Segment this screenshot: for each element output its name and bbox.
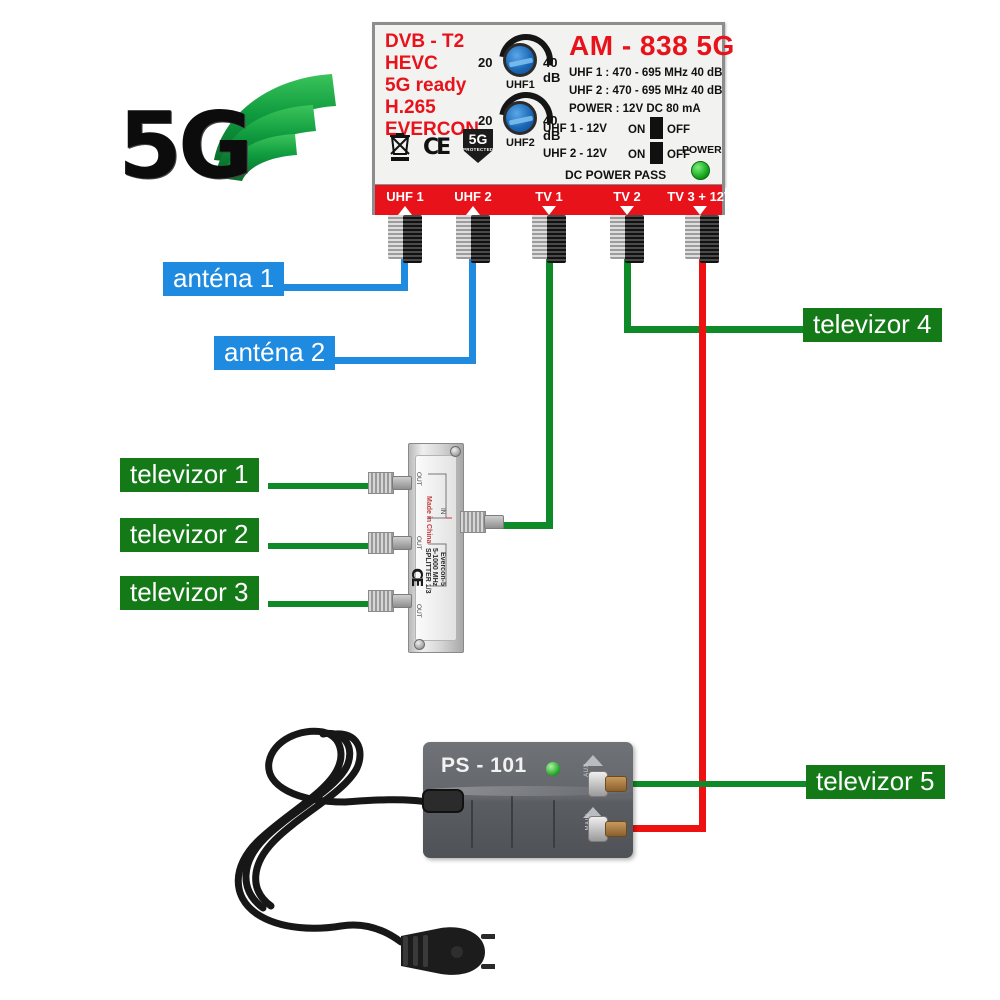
cable-televizor-1 [268, 483, 408, 489]
switch-uhf2-off: OFF [667, 149, 690, 161]
knob-uhf2-min: 20 [478, 113, 493, 128]
spec-power: POWER : 12V DC 80 mA [569, 102, 701, 115]
callout-antena-1[interactable]: anténa 1 [163, 262, 285, 296]
gain-knob-uhf1-group: 20 40 dB UHF1 [478, 23, 564, 99]
splitter-screw-bottom [414, 639, 425, 650]
gain-knob-uhf1[interactable] [503, 43, 537, 77]
callout-televizor-1[interactable]: televizor 1 [120, 458, 259, 492]
cable-televizor-5 [625, 781, 810, 787]
port-arrow-tv3 [693, 206, 707, 215]
port-label-tv2: TV 2 [613, 189, 641, 204]
rca-port-in [588, 812, 630, 846]
f-connector-tv3 [685, 215, 719, 263]
splitter-out-port-3 [368, 590, 412, 612]
dc-power-pass-label: DC POWER PASS [565, 168, 667, 182]
cable-televizor-2 [268, 543, 408, 549]
power-led [691, 161, 710, 180]
port-label-uhf2: UHF 2 [454, 189, 492, 204]
port-arrow-uhf2 [466, 206, 480, 215]
gain-knob-uhf2[interactable] [503, 101, 537, 135]
amplifier-body: DVB - T2 HEVC 5G ready H.265 EVERCON AM … [372, 22, 734, 187]
port-label-tv3: TV 3 + 12V [667, 189, 733, 204]
knob-uhf1-label: UHF1 [506, 79, 535, 91]
cable-tv3-horizontal [625, 825, 706, 832]
feature-3: H.265 [385, 97, 436, 119]
ps-model-label: PS - 101 [441, 754, 527, 777]
cable-tv2-horizontal [624, 326, 806, 333]
spec-uhf1: UHF 1 : 470 - 695 MHz 40 dB [569, 67, 723, 79]
ps-chevron-top: AUX [578, 752, 608, 782]
knob-uhf1-min: 20 [478, 55, 493, 70]
plug-head [401, 927, 495, 975]
f-connector-uhf1 [388, 215, 422, 263]
feature-1: HEVC [385, 53, 438, 75]
callout-antena-2[interactable]: anténa 2 [214, 336, 336, 370]
rca-port-out [588, 767, 630, 801]
shield-bottom-text: PROTECTED [463, 147, 494, 152]
cable-antenna-1-vertical [401, 255, 408, 291]
shield-top-text: 5G [468, 131, 488, 147]
callout-televizor-3[interactable]: televizor 3 [120, 576, 259, 610]
amplifier-specs: UHF 1 : 470 - 695 MHz 40 dB UHF 2 : 470 … [569, 65, 722, 118]
port-label-uhf1: UHF 1 [386, 189, 424, 204]
switch-uhf1-off: OFF [667, 124, 690, 136]
ps-vent-1 [471, 800, 473, 848]
callout-televizor-5[interactable]: televizor 5 [806, 765, 945, 799]
splitter-in-port [460, 511, 504, 533]
port-label-tv1: TV 1 [535, 189, 563, 204]
cable-tv1-horizontal [468, 522, 553, 529]
feature-4: EVERCON [385, 119, 479, 141]
knob-uhf2-label: UHF2 [506, 137, 535, 149]
feature-0: DVB - T2 [385, 31, 465, 52]
power-cord [234, 727, 495, 975]
ps-power-led [546, 762, 560, 776]
feature-2: 5G ready [385, 75, 467, 97]
port-arrow-uhf1 [398, 206, 412, 215]
ps-vent-2 [511, 796, 513, 848]
switch-row-uhf2-label: UHF 2 - 12V [543, 148, 607, 160]
port-arrow-tv2 [620, 206, 634, 215]
cable-tv2-vertical [624, 255, 631, 333]
splitter-trace-diagram [428, 473, 452, 587]
switch-uhf1-on: ON [628, 124, 646, 136]
cable-tv1-vertical [546, 255, 553, 529]
amplifier-features: DVB - T2 HEVC 5G ready H.265 EVERCON [385, 31, 505, 141]
logo-5g-text: 5G [118, 92, 254, 199]
splitter-out-port-1 [368, 472, 412, 494]
splitter-body: Evercon-5 5-1000 MHz SPLITTER 1/3 Made i… [368, 443, 504, 653]
amplifier-model: AM - 838 5G [569, 30, 735, 61]
switch-uhf2-toggle[interactable] [650, 142, 663, 164]
splitter-screw-top [450, 446, 461, 457]
5g-signal-arcs-icon [214, 74, 336, 181]
weee-bin-icon [390, 133, 410, 161]
ps-chevron-bottom: MAIN [578, 804, 608, 834]
ce-mark: CE [423, 135, 451, 160]
switch-uhf2-on: ON [628, 149, 646, 161]
splitter-out-port-2 [368, 532, 412, 554]
callout-televizor-4[interactable]: televizor 4 [803, 308, 942, 342]
switch-uhf1-toggle[interactable] [650, 117, 663, 139]
5g-protected-shield-icon: 5G PROTECTED [463, 129, 493, 163]
f-connector-uhf2 [456, 215, 490, 263]
gain-knob-uhf2-group: 20 40 dB UHF2 [478, 81, 564, 157]
knob-uhf2-max: 40 dB [543, 113, 561, 143]
f-connector-tv1 [532, 215, 566, 263]
cable-antenna-2-vertical [469, 255, 476, 364]
ps-vent-3 [553, 800, 555, 848]
power-label: POWER [682, 144, 722, 156]
switch-row-uhf1-label: UHF 1 - 12V [543, 123, 607, 135]
cable-antenna-2-horizontal [236, 357, 476, 364]
logo-5g: 5G [118, 62, 348, 199]
ps-sheen [423, 786, 633, 796]
port-arrow-tv1 [542, 206, 556, 215]
f-connector-tv2 [610, 215, 644, 263]
cable-televizor-3 [268, 601, 408, 607]
knob-uhf1-max: 40 dB [543, 55, 561, 85]
cable-tv3-vertical [699, 255, 706, 832]
cable-antenna-1-horizontal [178, 284, 408, 291]
callout-televizor-2[interactable]: televizor 2 [120, 518, 259, 552]
spec-uhf2: UHF 2 : 470 - 695 MHz 40 dB [569, 84, 723, 97]
splitter-label-plate: Evercon-5 5-1000 MHz SPLITTER 1/3 Made i… [408, 455, 457, 641]
